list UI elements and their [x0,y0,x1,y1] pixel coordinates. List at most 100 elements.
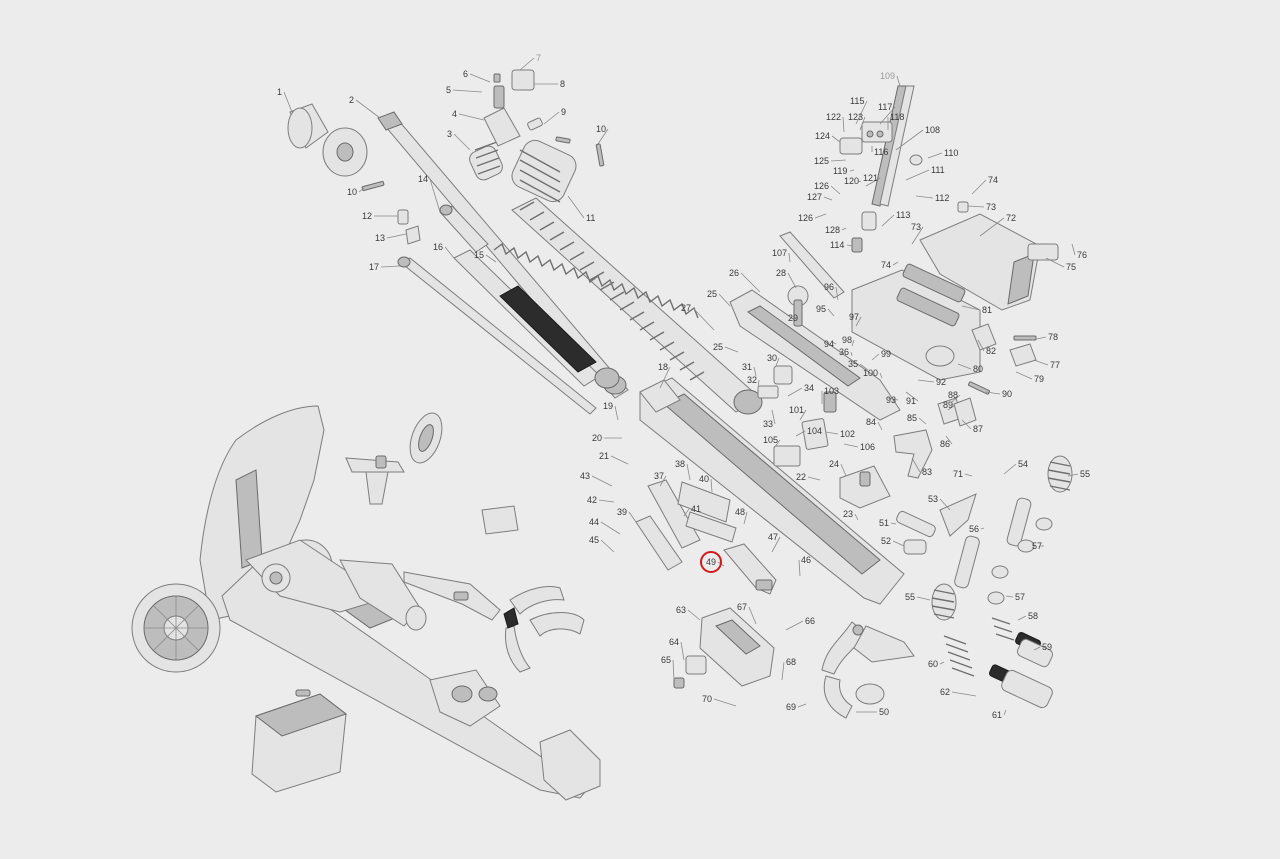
leader-line [1003,463,1017,475]
leader-line [748,606,757,625]
part-label: 120 [844,176,859,186]
part-label: 29 [788,313,798,323]
part-label: 93 [886,395,896,405]
part-label: 57 [1032,541,1042,551]
leader-line [957,363,972,370]
leader-line [865,177,881,187]
part-label: 67 [737,602,747,612]
part-label: 8 [560,79,565,89]
part-label: 64 [669,637,679,647]
part-label: 121 [863,173,878,183]
part-label: 82 [986,346,996,356]
leader-line [386,233,407,239]
part-label: 86 [940,439,950,449]
part-label: 114 [830,240,844,250]
leader-line [851,339,855,347]
leader-line [429,178,441,213]
leader-line [610,455,629,465]
leader-line [859,363,869,371]
leader-line [628,511,637,523]
leader-line [892,261,899,266]
part-carrier-details [773,391,837,467]
part-label: 21 [599,451,609,461]
part-label: 12 [362,211,372,221]
leader-line [961,305,981,311]
part-label: 53 [928,494,938,504]
part-label: 115 [850,96,864,106]
leader-line [877,421,883,431]
leader-line [724,346,739,353]
part-label: 1 [277,87,282,97]
leader-line [597,128,609,145]
part-label: 43 [580,471,590,481]
part-label: 119 [833,166,847,176]
part-label: 108 [925,125,940,135]
part-sight-small [839,121,923,253]
part-small-right [937,201,1059,427]
leader-line [892,540,905,547]
leader-line [971,179,987,195]
leader-line [787,272,797,289]
part-label: 81 [982,305,992,315]
part-label: 54 [1018,459,1028,469]
part-49 [723,543,777,595]
part-bolt-pieces [757,285,809,399]
leader-line [1033,359,1049,366]
part-label: 79 [1034,374,1044,384]
part-label: 66 [805,616,815,626]
part-label: 16 [433,242,443,252]
part-label: 59 [1042,642,1052,652]
leader-line [961,419,972,430]
leader-line [842,116,845,133]
leader-line [788,252,791,263]
leader-line [519,57,535,71]
part-label: 60 [928,659,938,669]
part-rear-sight-rods [779,85,915,299]
part-label: 33 [763,419,773,429]
part-label: 124 [815,131,830,141]
leader-line [879,372,883,379]
leader-line [823,196,833,201]
part-label: 105 [763,435,778,445]
leader-line [1015,371,1033,380]
leader-line [543,111,560,125]
part-recoil-spring [493,242,699,319]
leader-line [787,387,803,397]
part-label: 95 [816,304,826,314]
part-label: 126 [814,181,829,191]
part-label: 17 [369,262,379,272]
leader-line [355,99,381,119]
leader-line [857,180,862,183]
part-label: 70 [702,694,712,704]
part-label: 78 [1048,332,1058,342]
leader-line [843,443,859,448]
part-label: 61 [992,710,1002,720]
part-label: 41 [691,504,701,514]
part-label: 71 [953,469,963,479]
part-label: 126 [798,213,813,223]
leader-line [775,357,780,367]
leader-line [831,135,841,143]
part-label: 68 [786,657,796,667]
leader-line [871,353,880,361]
leader-line [977,339,985,352]
part-label: 83 [922,467,932,477]
part-label: 90 [1002,389,1012,399]
part-carriage [131,405,601,801]
part-label: 113 [896,210,910,220]
leader-line [680,641,685,661]
leader-line [567,195,585,219]
part-small-top [361,73,605,245]
leader-line [827,308,835,317]
leader-line [1071,243,1076,256]
part-label: 75 [1066,262,1076,272]
leader-line [1017,615,1027,621]
part-label: 49 [706,557,716,567]
leader-line [591,475,613,487]
part-buffer-housing [673,607,775,689]
part-label: 7 [536,53,541,63]
part-label: 25 [713,342,723,352]
part-label: 94 [824,339,834,349]
part-label: 74 [881,260,891,270]
leader-line [881,214,895,227]
